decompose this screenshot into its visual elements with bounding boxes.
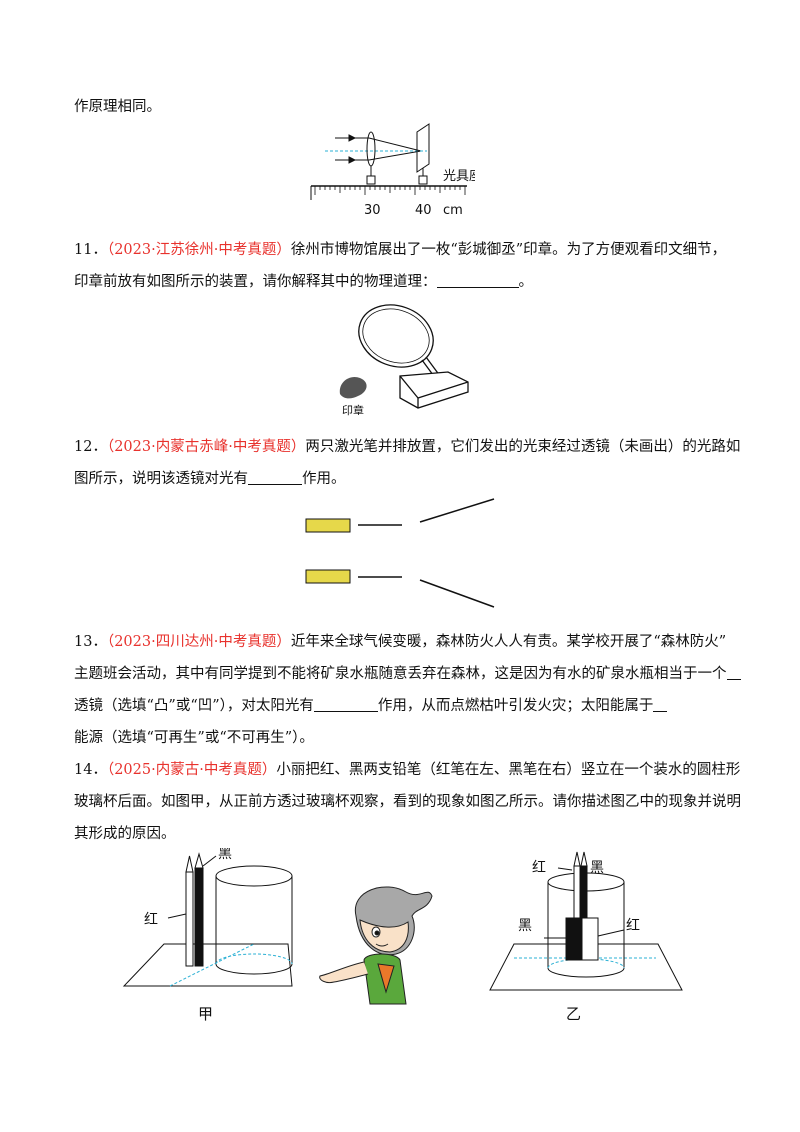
seal-label: 印章 bbox=[342, 403, 364, 417]
q14-line1: 14．（2025·内蒙古·中考真题）小丽把红、黑两支铅笔（红笔在左、黑笔在右）竖… bbox=[74, 760, 740, 780]
q11-text2-end: 。 bbox=[518, 274, 534, 290]
caption-jia: 甲 bbox=[198, 1005, 214, 1023]
intro-text: 作原理相同。 bbox=[74, 99, 161, 115]
yi-label-red-low: 红 bbox=[626, 918, 640, 934]
yi-label-red-top: 红 bbox=[532, 860, 546, 876]
figure-jia: 黑 红 bbox=[122, 848, 293, 987]
q14-text1: 小丽把红、黑两支铅笔（红笔在左、黑笔在右）竖立在一个装水的圆柱形 bbox=[276, 762, 741, 778]
q11-source: （2023·江苏徐州·中考真题） bbox=[106, 242, 291, 258]
q14-number: 14． bbox=[74, 762, 107, 778]
q12-answer-blank[interactable] bbox=[248, 470, 302, 485]
tick-40-label: 40 bbox=[415, 203, 432, 218]
q13-line4: 能源（选填“可再生”或“不可再生”）。 bbox=[74, 730, 314, 746]
q12-text1: 两只激光笔并排放置，它们发出的光束经过透镜（未画出）的光路如 bbox=[305, 439, 741, 455]
q13-blank-energy[interactable] bbox=[653, 697, 668, 712]
q12-text2: 图所示，说明该透镜对光有 bbox=[74, 471, 248, 487]
q13-text1: 近年来全球气候变暖，森林防火人人有责。某学校开展了“森林防火” bbox=[290, 634, 727, 650]
q13-blank-lens[interactable] bbox=[726, 665, 741, 680]
q13-source: （2023·四川达州·中考真题） bbox=[106, 634, 291, 650]
tick-30-label: 30 bbox=[364, 203, 381, 218]
unit-label: cm bbox=[443, 203, 463, 218]
yi-label-black-low: 黑 bbox=[518, 918, 532, 934]
q13-line3: 透镜（选填“凸”或“凹”），对太阳光有 作用，从而点燃枯叶引发火灾；太阳能属于 bbox=[74, 696, 668, 716]
yi-label-black-top: 黑 bbox=[590, 860, 604, 876]
figure-yi: 红 黑 黑 红 bbox=[489, 851, 683, 991]
q11-text2: 印章前放有如图所示的装置，请你解释其中的物理道理： bbox=[74, 274, 437, 290]
optical-bench-figure: 光具座 30 40 cm bbox=[310, 123, 475, 218]
q11-line2: 印章前放有如图所示的装置，请你解释其中的物理道理： 。 bbox=[74, 272, 533, 292]
q12-line1: 12．（2023·内蒙古赤峰·中考真题）两只激光笔并排放置，它们发出的光束经过透… bbox=[74, 437, 740, 457]
q11-number: 11． bbox=[74, 242, 107, 258]
q13-number: 13． bbox=[74, 634, 107, 650]
q12-number: 12． bbox=[74, 439, 107, 455]
q12-text2-end: 作用。 bbox=[302, 471, 346, 487]
q13-text3b: 作用，从而点燃枯叶引发火灾；太阳能属于 bbox=[377, 698, 654, 714]
q11-answer-blank[interactable] bbox=[436, 273, 519, 288]
q14-source: （2025·内蒙古·中考真题） bbox=[106, 762, 277, 778]
q11-text1: 徐州市博物馆展出了一枚“彭城御丞”印章。为了方便观看印文细节， bbox=[290, 242, 727, 258]
magnifier-seal-figure: 印章 bbox=[339, 304, 469, 417]
jia-label-red: 红 bbox=[144, 912, 158, 928]
q12-line2: 图所示，说明该透镜对光有 作用。 bbox=[74, 469, 346, 489]
bench-label: 光具座 bbox=[443, 169, 475, 184]
q13-line1: 13．（2023·四川达州·中考真题）近年来全球气候变暖，森林防火人人有责。某学… bbox=[74, 632, 726, 652]
q13-text2: 主题班会活动，其中有同学提到不能将矿泉水瓶随意丢弃在森林，这是因为有水的矿泉水瓶… bbox=[74, 666, 727, 682]
girl-illustration bbox=[319, 886, 433, 1005]
q14-line2: 玻璃杯后面。如图甲，从正前方透过玻璃杯观察，看到的现象如图乙所示。请你描述图乙中… bbox=[74, 794, 741, 810]
q13-text3a: 透镜（选填“凸”或“凹”），对太阳光有 bbox=[74, 698, 314, 714]
jia-label-black: 黑 bbox=[218, 848, 232, 862]
caption-yi: 乙 bbox=[566, 1005, 582, 1023]
q14-line3: 其形成的原因。 bbox=[74, 826, 176, 842]
q11-line1: 11．（2023·江苏徐州·中考真题）徐州市博物馆展出了一枚“彭城御丞”印章。为… bbox=[74, 240, 726, 260]
q12-source: （2023·内蒙古赤峰·中考真题） bbox=[106, 439, 306, 455]
q13-blank-effect[interactable] bbox=[313, 697, 378, 712]
laser-beams-figure bbox=[305, 498, 495, 608]
q13-line2: 主题班会活动，其中有同学提到不能将矿泉水瓶随意丢弃在森林，这是因为有水的矿泉水瓶… bbox=[74, 664, 741, 684]
